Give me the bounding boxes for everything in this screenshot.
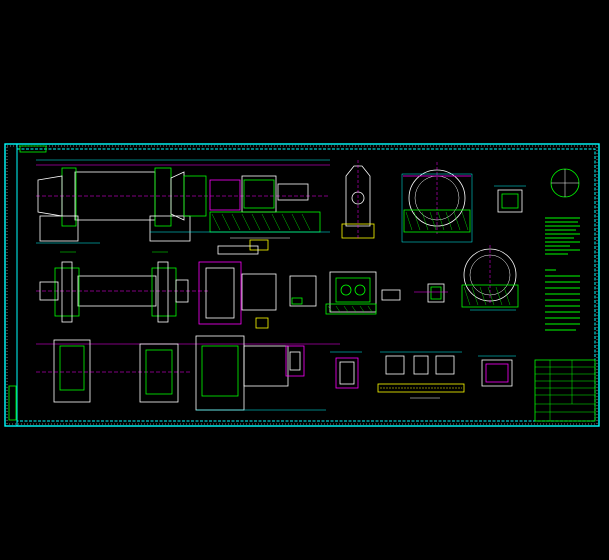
mill-end-elevation <box>341 160 375 240</box>
drawing-border <box>4 143 600 427</box>
bearing-detail-center <box>414 283 448 303</box>
gearbox-view <box>325 271 401 315</box>
drum-cross-section <box>401 162 473 243</box>
section-views-bottom-left <box>36 335 340 411</box>
mill-plan-view <box>36 245 317 329</box>
section-detail-bottom-center <box>330 351 362 389</box>
flange-detail-bottom-right <box>478 355 516 387</box>
ring-gear-cross-section <box>461 245 519 311</box>
circle-detail-top-right <box>550 168 580 198</box>
parts-detail-row <box>377 351 465 399</box>
mill-elevation-view <box>36 159 330 251</box>
title-block <box>534 359 596 422</box>
square-detail-top <box>494 185 526 213</box>
technical-notes-block <box>545 217 580 331</box>
